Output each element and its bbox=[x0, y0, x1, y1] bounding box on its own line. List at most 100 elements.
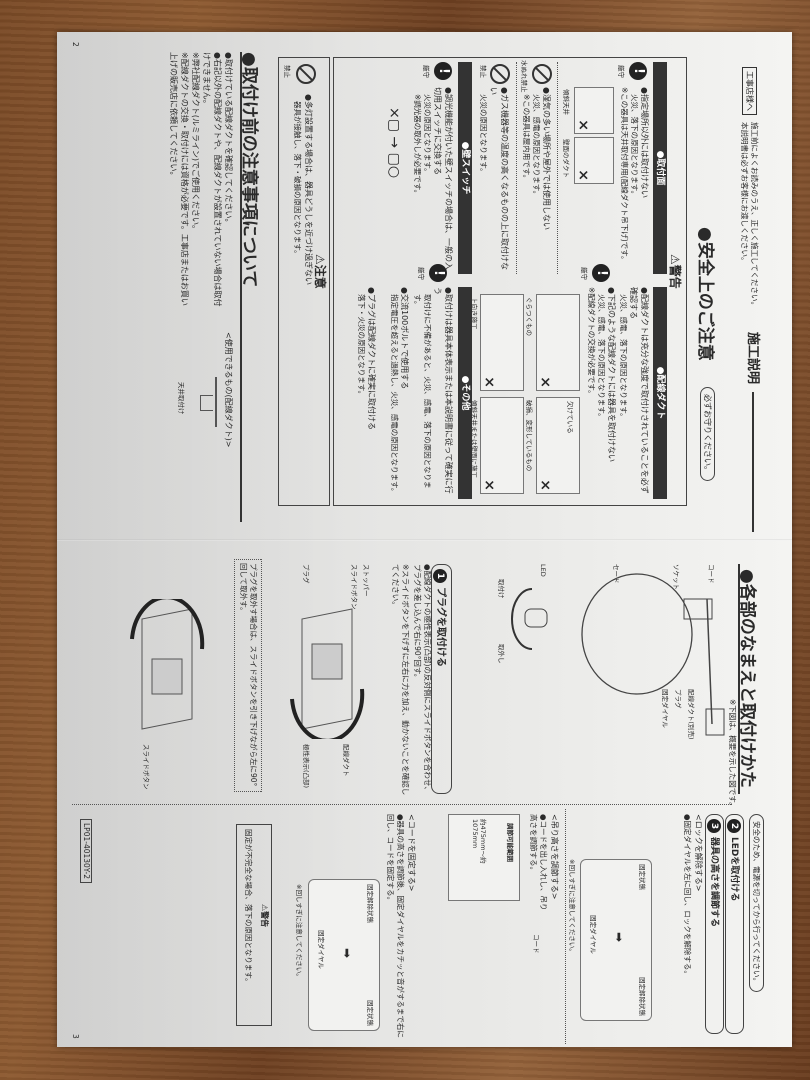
duct-figure: × bbox=[536, 294, 580, 391]
other-item2-sub: 指定電圧を超えると過熱し、火災、感電の原因となります。 bbox=[390, 294, 399, 496]
icon-label: 厳守 bbox=[417, 267, 425, 280]
other-item1: ●取付けは器具本体表示または本説明書に従って確実に行う bbox=[433, 287, 453, 494]
page-number: 3 bbox=[71, 1034, 80, 1039]
fix-title: <コードを固定する> bbox=[407, 814, 416, 892]
figure-label: プラグ bbox=[302, 564, 310, 584]
section-title: ●各部のなまえと取付けかた bbox=[737, 569, 757, 788]
step3-title: 3器具の高さを調節する bbox=[705, 814, 724, 1034]
duct-item2-sub: 火災、感電、落下の原因となります。 bbox=[597, 294, 606, 421]
dimmer-to-switch-figure: ×▢ → ▢○ bbox=[386, 107, 402, 179]
warning-text: 固定が不完全な場合、落下の原因となります。 bbox=[244, 829, 253, 986]
icon-label: 厳守 bbox=[617, 65, 625, 78]
duct-figure: × bbox=[480, 294, 524, 391]
lock-detail-figure: 固定解除状態 固定状態 ➡ 固定ダイヤル bbox=[308, 879, 380, 1031]
notice-label: 工事店様へ bbox=[742, 67, 757, 115]
duct-item1-sub: 火災、感電、落下の原因となります。 bbox=[619, 294, 628, 421]
figure-caption: 傾斜天井 bbox=[562, 89, 570, 115]
prohibited-icon bbox=[296, 64, 316, 84]
switch-item1-note: ※調光器の取外しが必要です。 bbox=[413, 94, 422, 198]
prohibited-icon bbox=[490, 64, 510, 84]
caution-item: ●多灯設置する場合は、器具どうしを近づけ過ぎない bbox=[304, 94, 313, 285]
mandatory-icon: ! bbox=[592, 264, 610, 282]
notice-sub: 本説明書は必ずお客様にお渡しください。 bbox=[740, 122, 749, 265]
caution-title: ⚠注意 bbox=[313, 254, 327, 289]
duct-item2-note: ※配線ダクトの交換が必要です。 bbox=[587, 287, 596, 398]
mandatory-icon: ! bbox=[629, 62, 647, 80]
mount-item1-sub: 火災、落下の原因となります。 bbox=[630, 94, 639, 199]
other-item2: ●交流100ボルトで使用する bbox=[400, 287, 409, 390]
caution-sub: 器具が接触し、落下・破損の原因となります。 bbox=[293, 101, 302, 258]
figure-label: ストッパー bbox=[362, 564, 370, 597]
fix-text: ●器具の高さを調節後、固定ダイヤルをカチッと音がするまで右に回し、コードを固定す… bbox=[386, 814, 405, 1038]
figure-caption: 壁面のダクト bbox=[562, 139, 570, 178]
part-label: プラグ bbox=[674, 689, 682, 709]
cord-label: コード bbox=[532, 934, 540, 954]
mount-item3-sub: 火災の原因となります。 bbox=[479, 94, 488, 176]
unlock-detail-figure: 固定状態 固定解除状態 ➡ 固定ダイヤル bbox=[580, 859, 652, 1021]
notice-text: 施工前によくお読みのうえ、正しく施工してください。 bbox=[750, 122, 759, 310]
mandatory-icon: ! bbox=[429, 264, 447, 282]
duct-item1: ●配線ダクトは充分な強度で取付けされていることを必ず確認する bbox=[629, 287, 649, 494]
figure-caption: 天井取付け bbox=[177, 382, 185, 415]
mount-header: ●取付面 bbox=[653, 62, 667, 274]
step2-title: 2LEDを取付ける bbox=[725, 814, 744, 1034]
mount-item1-note: ※この器具は天井取付専用(配線ダクト吊下げ)です。 bbox=[620, 87, 629, 264]
switch-header: ●壁スイッチ bbox=[458, 62, 472, 274]
warning-title: ⚠警告 bbox=[668, 254, 682, 289]
header-title: 施工説明 bbox=[745, 332, 760, 385]
other-item1-sub: 取付けに不備があると、火災、感電、落下の原因となります。 bbox=[413, 294, 432, 489]
mount-item1: ●指定場所以外には取付けない bbox=[640, 87, 649, 198]
part-label: ソケット bbox=[672, 564, 680, 590]
plug-attach-figure bbox=[272, 599, 382, 743]
column-divider bbox=[72, 804, 732, 805]
wall-duct-figure: × bbox=[574, 137, 614, 184]
mandatory-icon: ! bbox=[434, 62, 452, 80]
other-item3-sub: 落下・火災の原因となります。 bbox=[357, 294, 366, 399]
page-2: 2 工事店様へ 施工前によくお読みのうえ、正しく施工してください。 本説明書は必… bbox=[57, 32, 792, 539]
other-item3: ●プラグは配線ダクトに確実に取付ける bbox=[367, 287, 376, 430]
switch-item1: ●調光機能が付いた壁スイッチの場合は、一般の入切用スイッチに交換する bbox=[433, 87, 453, 270]
height-text: ●コードを出し入れし、吊り高さを調節する。 bbox=[529, 814, 548, 911]
before-list: ●取付けている配線ダクトを確認してください。 ●右記以外の配線ダクトや、配線ダク… bbox=[168, 52, 234, 312]
range-box: 調節可能範囲 約475mm〜約1075mm bbox=[448, 814, 520, 901]
usable-label: <使用できるもの(配線ダクト)> bbox=[224, 332, 233, 448]
icon-label: 水ぬれ禁止 bbox=[520, 60, 528, 93]
remove-note: プラグを取外す場合は、スライドボタンを引き下げながら左に90°回して取外す。 bbox=[234, 559, 262, 792]
part-label: セード bbox=[612, 564, 620, 584]
section-title: ●安全上のご注意 bbox=[695, 227, 715, 361]
figure-caption: 破損、変形しているもの bbox=[525, 400, 533, 472]
part-label: LED bbox=[539, 564, 547, 577]
icon-label: 禁止 bbox=[283, 65, 291, 78]
mount-item3: ●ガス機器等の温度の高くなるものの上に取付けない bbox=[489, 87, 509, 270]
safety-badge: 安全のため、電源を切ってから行ってください。 bbox=[749, 814, 764, 993]
warning-title: ⚠警告 bbox=[260, 904, 269, 928]
icon-label: 厳守 bbox=[580, 267, 588, 280]
part-label: コード bbox=[707, 564, 715, 584]
height-title: <吊り高さを調節する> bbox=[550, 814, 559, 900]
step1-note: ※スライドボタンを下げずに左右に力を加え、動かないことを確認してください。 bbox=[391, 564, 410, 796]
figure-caption: ぐらつくもの bbox=[525, 297, 533, 336]
other-header: ●その他 bbox=[458, 287, 472, 499]
must-badge: 必ずお守りください。 bbox=[700, 387, 715, 481]
lamp-parts-diagram bbox=[511, 573, 725, 736]
part-label: 配線ダクト(別売) bbox=[687, 689, 695, 740]
page-number: 2 bbox=[71, 42, 80, 47]
figure-label: 極性表示(凸部) bbox=[302, 744, 310, 789]
instruction-sheet: 2 工事店様へ 施工前によくお読みのうえ、正しく施工してください。 本説明書は必… bbox=[57, 32, 792, 1047]
plug-remove-figure bbox=[112, 595, 222, 739]
led-detach-label: 取外し bbox=[497, 644, 505, 664]
step1-text: ●配線ダクトの極性表示(凸部)の反対側にスライドボタンを合わせ、プラグを差し込ん… bbox=[413, 564, 432, 794]
mount-item2-sub: 火災、感電の原因となります。 bbox=[532, 94, 541, 199]
model-code: LP01-40130Y-2 bbox=[80, 819, 92, 883]
mount-item2: ●湿気の多い場所や屋外では使用しない bbox=[542, 87, 551, 230]
figure-label: スライドボタン bbox=[350, 564, 358, 610]
before-item: ●取付けている配線ダクトを確認してください。 bbox=[224, 52, 233, 227]
led-attach-label: 取付け bbox=[497, 579, 505, 599]
no-water-icon bbox=[532, 64, 552, 84]
unlock-text: ●固定ダイヤルを左に回し、ロックを解除する。 bbox=[683, 814, 692, 978]
duct-figure: × bbox=[480, 397, 524, 494]
before-title: ●取付け前の注意事項について bbox=[239, 52, 259, 288]
part-label: 固定ダイヤル bbox=[661, 689, 669, 728]
before-item: ※弊社配線ダクト(ルミライン)でご使用ください。 bbox=[191, 52, 200, 233]
duct-figure: 欠けている× bbox=[536, 397, 580, 494]
